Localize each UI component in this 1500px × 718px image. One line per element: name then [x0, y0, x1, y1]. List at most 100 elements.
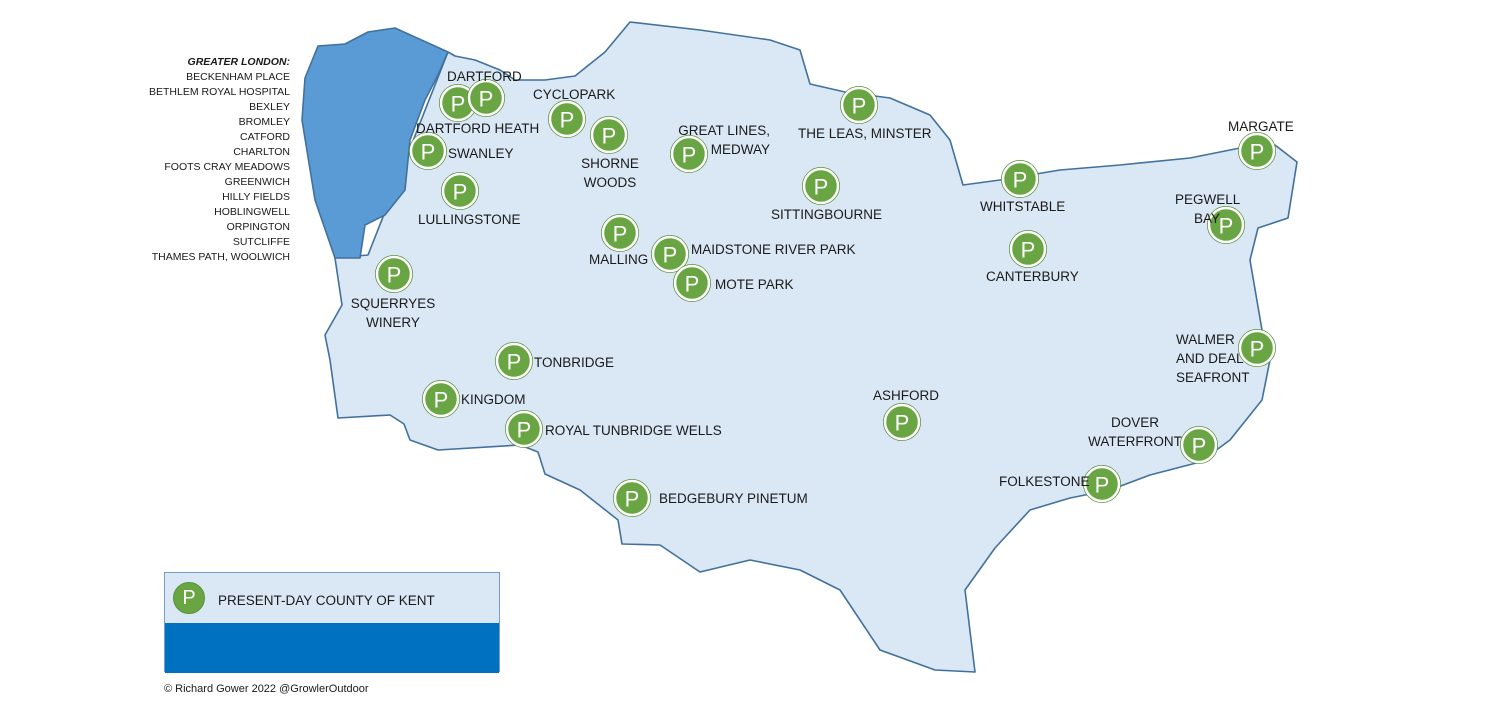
marker-margate: P	[1238, 132, 1276, 170]
svg-text:P: P	[507, 350, 522, 375]
marker-dartford: P	[467, 79, 505, 117]
label-bedgebury-pinetum: BEDGEBURY PINETUM	[659, 491, 808, 506]
svg-text:P: P	[663, 243, 678, 268]
greater-london-item: CATFORD	[240, 131, 290, 143]
svg-text:P: P	[1219, 214, 1234, 239]
copyright-credit: © Richard Gower 2022 @GrowlerOutdoor	[164, 683, 369, 695]
greater-london-item: FOOTS CRAY MEADOWS	[164, 161, 290, 173]
greater-london-region	[301, 27, 449, 259]
marker-royal-tunbridge-wells: P	[505, 410, 543, 448]
greater-london-item: GREENWICH	[224, 176, 290, 188]
svg-text:P: P	[1250, 337, 1265, 362]
label-kingdom: KINGDOM	[461, 392, 526, 407]
greater-london-item: BEXLEY	[249, 101, 290, 113]
marker-mote-park: P	[673, 264, 711, 302]
greater-london-item: CHARLTON	[233, 146, 290, 158]
legend-marker-icon: P	[173, 582, 205, 614]
svg-text:P: P	[479, 87, 494, 112]
svg-text:P: P	[685, 272, 700, 297]
svg-text:P: P	[682, 143, 697, 168]
marker-the-leas: P	[840, 86, 878, 124]
label-cyclopark: CYCLOPARK	[533, 87, 616, 102]
label-margate: MARGATE	[1228, 119, 1294, 134]
svg-text:P: P	[1250, 140, 1265, 165]
marker-whitstable: P	[1001, 160, 1039, 198]
marker-great-lines: P	[670, 135, 708, 173]
label-sittingbourne: SITTINGBOURNE	[771, 207, 883, 222]
svg-text:P: P	[602, 124, 617, 149]
svg-text:P: P	[1192, 434, 1207, 459]
svg-text:P: P	[1021, 238, 1036, 263]
marker-ashford: P	[883, 403, 921, 441]
label-ashford: ASHFORD	[873, 388, 940, 403]
greater-london-item: ORPINGTON	[226, 221, 290, 233]
marker-swanley: P	[409, 132, 447, 170]
label-dartford: DARTFORD	[447, 69, 522, 84]
greater-london-item: SUTCLIFFE	[232, 236, 290, 248]
svg-text:P: P	[434, 388, 449, 413]
label-tonbridge: TONBRIDGE	[534, 355, 615, 370]
greater-london-item: HILLY FIELDS	[222, 191, 290, 203]
greater-london-list: GREATER LONDON: BECKENHAM PLACE BETHLEM …	[110, 55, 290, 265]
legend-historic-label: HISTORIC COUNTY OF KENT NOW PART OF GREA…	[217, 682, 441, 716]
greater-london-title: GREATER LONDON:	[187, 56, 290, 68]
svg-text:P: P	[814, 175, 829, 200]
svg-text:P: P	[421, 140, 436, 165]
marker-tonbridge: P	[495, 342, 533, 380]
label-lullingstone: LULLINGSTONE	[418, 212, 521, 227]
marker-squerryes: P	[375, 255, 413, 293]
marker-bedgebury: P	[613, 479, 651, 517]
marker-pegwell-bay: P	[1207, 206, 1245, 244]
svg-text:P: P	[895, 411, 910, 436]
marker-kingdom: P	[422, 380, 460, 418]
svg-text:P: P	[625, 487, 640, 512]
label-royal-tunbridge-wells: ROYAL TUNBRIDGE WELLS	[545, 423, 722, 438]
marker-cyclopark: P	[548, 100, 586, 138]
greater-london-item: BROMLEY	[238, 116, 290, 128]
label-folkestone: FOLKESTONE	[999, 474, 1090, 489]
greater-london-item: HOBLINGWELL	[214, 206, 290, 218]
label-whitstable: WHITSTABLE	[980, 199, 1066, 214]
svg-text:P: P	[613, 222, 628, 247]
label-maidstone-river-park: MAIDSTONE RIVER PARK	[691, 242, 856, 257]
marker-canterbury: P	[1009, 230, 1047, 268]
svg-text:P: P	[453, 180, 468, 205]
marker-folkestone: P	[1083, 465, 1121, 503]
marker-shorne-woods: P	[590, 116, 628, 154]
label-mote-park: MOTE PARK	[715, 277, 794, 292]
label-great-lines: GREAT LINES,MEDWAY	[678, 123, 770, 157]
label-swanley: SWANLEY	[448, 146, 514, 161]
legend-present-day-row: P PRESENT-DAY COUNTY OF KENT	[165, 573, 499, 623]
marker-walmer: P	[1238, 329, 1276, 367]
marker-maidstone-river-park: P	[651, 235, 689, 273]
marker-sittingbourne: P	[802, 167, 840, 205]
label-dartford-heath: DARTFORD HEATH	[416, 121, 540, 136]
greater-london-item: BECKENHAM PLACE	[186, 71, 290, 83]
svg-text:P: P	[1095, 473, 1110, 498]
svg-text:P: P	[852, 94, 867, 119]
svg-text:P: P	[451, 92, 466, 117]
svg-text:P: P	[182, 587, 195, 609]
label-canterbury: CANTERBURY	[986, 269, 1079, 284]
svg-text:P: P	[1013, 168, 1028, 193]
svg-text:P: P	[560, 108, 575, 133]
map-legend: P PRESENT-DAY COUNTY OF KENT HISTORIC CO…	[164, 572, 500, 716]
svg-text:P: P	[517, 418, 532, 443]
svg-text:P: P	[387, 263, 402, 288]
marker-dartford: P	[439, 84, 477, 122]
marker-lullingstone: P	[441, 172, 479, 210]
marker-dover: P	[1180, 426, 1218, 464]
label-the-leas: THE LEAS, MINSTER	[798, 126, 932, 141]
marker-malling: P	[601, 214, 639, 252]
legend-present-day-label: PRESENT-DAY COUNTY OF KENT	[218, 593, 435, 608]
label-malling: MALLING	[589, 252, 649, 267]
legend-historic-row: HISTORIC COUNTY OF KENT NOW PART OF GREA…	[165, 623, 499, 716]
greater-london-item: THAMES PATH, WOOLWICH	[151, 251, 290, 263]
